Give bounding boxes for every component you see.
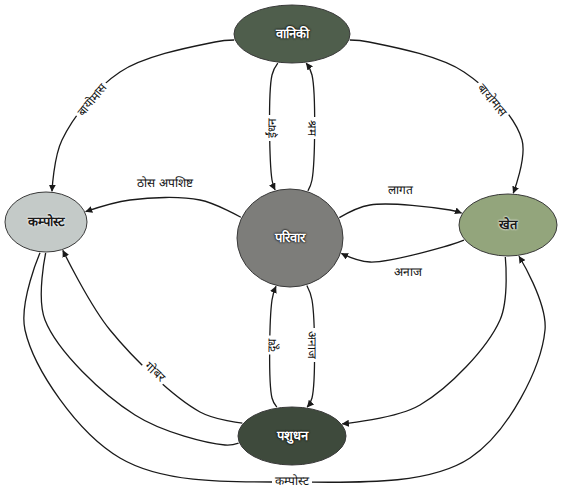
- node-ellipse: वानिकी: [233, 4, 351, 64]
- flow-label: अनाज: [391, 265, 425, 279]
- flow-label: अनाज: [305, 328, 319, 362]
- flow-label: गोबर: [140, 357, 170, 387]
- flow-arrow: [52, 40, 234, 191]
- flow-label: ठोस अपशिष्ट: [134, 176, 196, 190]
- flow-label: कम्पोस्ट: [272, 474, 312, 488]
- node-label: वानिकी: [276, 26, 309, 42]
- node-label: खेत: [499, 217, 517, 233]
- node-ellipse: कम्पोस्ट: [4, 191, 88, 253]
- flow-label: लागत: [385, 183, 416, 197]
- flow-label: ईंधन: [265, 115, 279, 141]
- flow-label: श्रम: [305, 117, 319, 139]
- node-label: परिवार: [275, 230, 305, 246]
- flow-label: बायोमास: [472, 79, 511, 122]
- node-ellipse: खेत: [458, 193, 558, 257]
- flow-arrow: [339, 204, 461, 218]
- flow-label: बायोमास: [72, 79, 111, 122]
- node-ellipse: पशुधन: [237, 406, 347, 466]
- node-ellipse: परिवार: [236, 188, 344, 288]
- flow-arrow: [86, 197, 241, 217]
- flow-arrow: [350, 40, 523, 193]
- flow-arrow: [341, 240, 464, 262]
- flow-label: दूध: [265, 336, 279, 355]
- flow-arrow: [342, 257, 506, 424]
- flow-arrow: [41, 253, 238, 445]
- node-label: पशुधन: [277, 428, 308, 444]
- flow-arrow: [63, 250, 243, 423]
- node-label: कम्पोस्ट: [28, 214, 65, 230]
